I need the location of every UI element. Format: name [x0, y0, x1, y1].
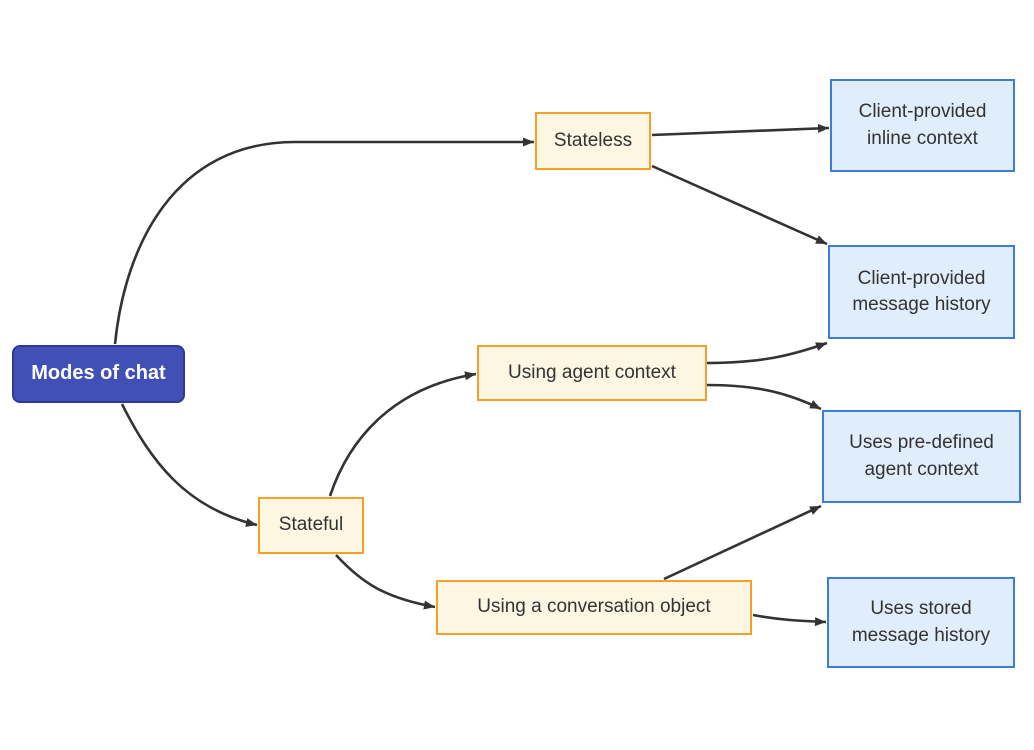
node-client-provided-inline-context-label: Client-provided inline context [858, 101, 987, 149]
node-modes-of-chat-label: Modes of chat [31, 362, 166, 385]
node-stateful: Stateful [258, 497, 364, 554]
node-uses-pre-defined-agent-context: Uses pre-defined agent context [822, 410, 1021, 503]
edge-using-agent-context-to-client-provided-message-history [706, 341, 828, 365]
node-client-provided-message-history: Client-provided message history [828, 245, 1015, 339]
node-stateful-label: Stateful [278, 514, 344, 536]
edge-stateful-to-using-a-conversation-object [335, 554, 436, 610]
node-stateless-label: Stateless [553, 129, 633, 151]
node-using-agent-context: Using agent context [477, 345, 707, 401]
edge-stateful-to-using-agent-context [328, 371, 477, 497]
node-using-a-conversation-object-label: Using a conversation object [477, 596, 711, 618]
edge-using-a-conversation-object-to-uses-stored-message-history [752, 613, 827, 627]
node-client-provided-message-history-label: Client-provided message history [852, 267, 991, 315]
node-uses-stored-message-history: Uses stored message history [827, 577, 1015, 668]
node-using-a-conversation-object: Using a conversation object [436, 580, 752, 635]
node-uses-pre-defined-agent-context-label: Uses pre-defined agent context [849, 432, 994, 480]
edge-stateless-to-client-provided-message-history [651, 164, 828, 246]
node-using-agent-context-label: Using agent context [508, 361, 676, 383]
node-modes-of-chat: Modes of chat [12, 345, 185, 403]
edge-modes-of-chat-to-stateful [120, 403, 258, 527]
edge-modes-of-chat-to-stateless [113, 137, 534, 345]
node-uses-stored-message-history-label: Uses stored message history [851, 598, 991, 646]
node-client-provided-inline-context: Client-provided inline context [830, 79, 1015, 172]
edge-stateless-to-client-provided-inline-context [651, 123, 830, 137]
edge-using-a-conversation-object-to-uses-pre-defined-agent-context [663, 504, 822, 581]
node-stateless: Stateless [535, 112, 651, 170]
edge-using-agent-context-to-uses-pre-defined-agent-context [706, 383, 822, 411]
